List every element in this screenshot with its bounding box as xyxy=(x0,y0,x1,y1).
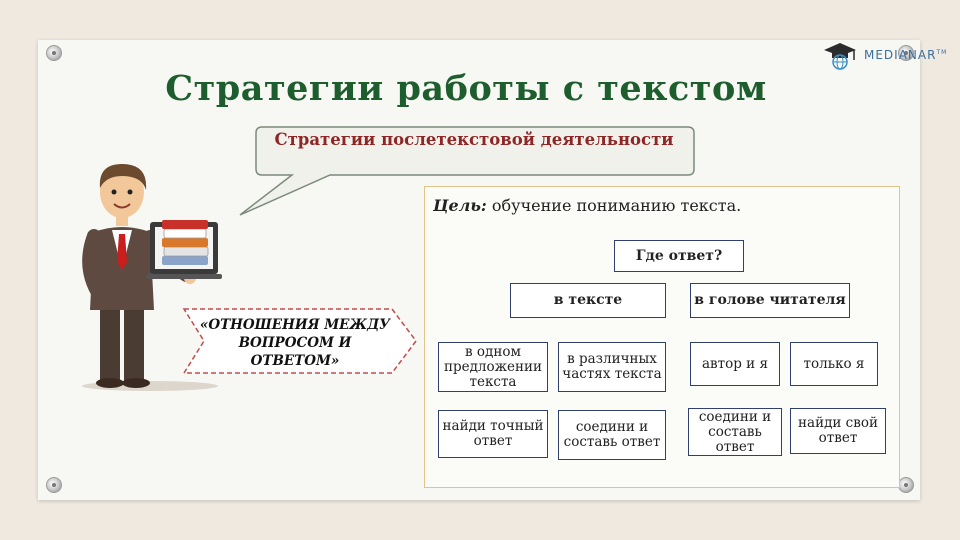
node-leaf-2: в различных частях текста xyxy=(558,342,666,392)
node-leaf-3: автор и я xyxy=(690,342,780,386)
goal-label: Цель: xyxy=(433,196,487,215)
node-action-2: соедини и составь ответ xyxy=(558,410,666,460)
node-branch-left: в тексте xyxy=(510,283,666,318)
node-action-1: найди точный ответ xyxy=(438,410,548,458)
graduation-cap-icon xyxy=(824,43,856,70)
node-leaf-1: в одном предложении текста xyxy=(438,342,548,392)
node-action-4: найди свой ответ xyxy=(790,408,886,454)
node-leaf-4: только я xyxy=(790,342,878,386)
logo-text: MEDIANARTM xyxy=(864,48,948,62)
node-action-3: соедини и составь ответ xyxy=(688,408,782,456)
pin-icon xyxy=(46,45,62,61)
goal-text: обучение пониманию текста. xyxy=(486,196,742,215)
speech-bubble-text: Стратегии послетекстовой деятельности xyxy=(274,130,674,149)
page-title: Стратегии работы с текстом xyxy=(165,68,767,109)
speech-bubble xyxy=(239,126,695,216)
pin-icon xyxy=(46,477,62,493)
ribbon-text: «ОТНОШЕНИЯ МЕЖДУ ВОПРОСОМ И ОТВЕТОМ» xyxy=(199,317,391,369)
ribbon-arrow xyxy=(182,308,417,374)
books-icon xyxy=(162,220,209,265)
teacher-illustration xyxy=(82,164,222,391)
node-branch-right: в голове читателя xyxy=(690,283,850,318)
node-root: Где ответ? xyxy=(614,240,744,272)
goal-line: Цель: обучение пониманию текста. xyxy=(433,196,741,215)
pin-icon xyxy=(898,45,914,61)
medianar-logo: MEDIANARTM xyxy=(822,40,947,70)
